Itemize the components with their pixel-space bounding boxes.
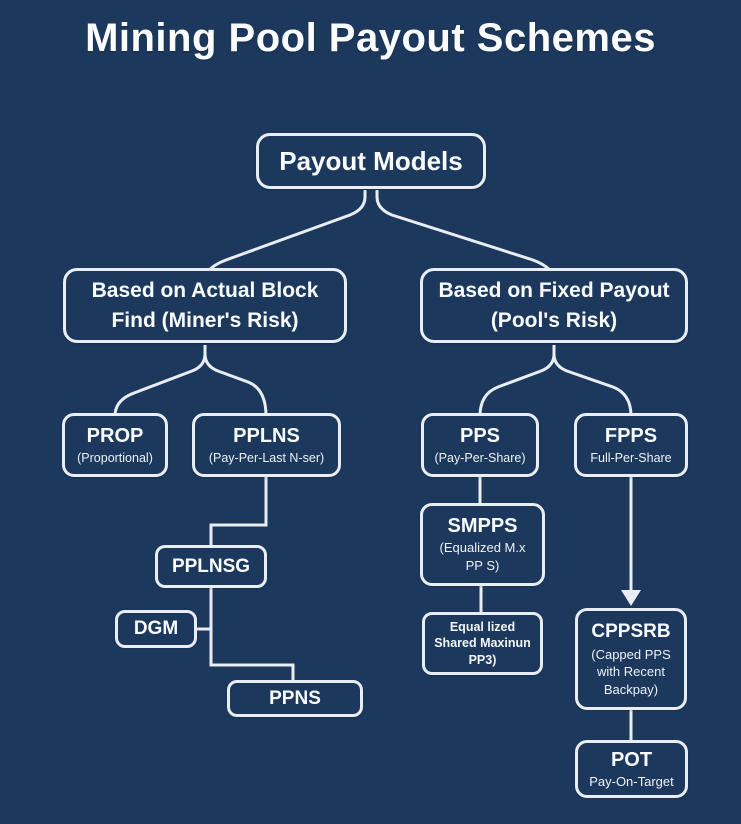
node-ppns: PPNS (227, 680, 363, 717)
node-text-line1: Equal lized (449, 620, 516, 635)
connector-pplns-to-pplnsg (209, 476, 268, 548)
node-prop: PROP (Proportional) (62, 413, 168, 477)
node-title-line1: Based on Actual Block (91, 279, 319, 303)
node-title: PPLNS (233, 424, 300, 447)
node-subtitle: (Proportional) (77, 450, 153, 465)
connector-fixed-to-pps (478, 345, 556, 417)
connector-fixed-to-fpps (552, 345, 633, 417)
connector-root-left (203, 190, 367, 281)
node-subtitle-line2: PP S) (465, 558, 500, 573)
node-subtitle-line3: Backpay) (603, 681, 659, 697)
node-title: POT (610, 748, 653, 771)
node-pps: PPS (Pay-Per-Share) (421, 413, 539, 477)
arrow-down-icon (621, 590, 641, 606)
connector-actual-to-pplns (203, 345, 268, 417)
node-pplns: PPLNS (Pay-Per-Last N-ser) (192, 413, 341, 477)
node-based-on-actual-block-find: Based on Actual Block Find (Miner's Risk… (63, 268, 347, 343)
node-subtitle-line1: (Capped PPS (591, 646, 671, 662)
connector-root-right (375, 190, 556, 281)
node-title: PROP (86, 424, 144, 447)
node-text-line3: PP3) (468, 652, 497, 667)
node-pot: POT Pay-On-Target (575, 740, 688, 798)
node-subtitle-line2: with Recent (597, 664, 665, 680)
node-title: Payout Models (279, 145, 463, 176)
node-subtitle: (Pay-Per-Last N-ser) (208, 450, 325, 465)
node-subtitle: (Pay-Per-Share) (434, 450, 526, 465)
node-dgm: DGM (115, 610, 197, 648)
node-title-line2: (Pool's Risk) (490, 308, 618, 332)
node-subtitle: Pay-On-Target (589, 773, 674, 789)
node-title-line1: Based on Fixed Payout (438, 279, 670, 303)
node-title: SMPPS (447, 515, 518, 538)
node-title: DGM (133, 618, 179, 640)
node-payout-models: Payout Models (256, 133, 486, 189)
page-title: Mining Pool Payout Schemes (85, 16, 656, 60)
node-title: PPLNSG (171, 555, 251, 577)
node-fpps: FPPS Full-Per-Share (574, 413, 688, 477)
node-title: PPNS (269, 687, 321, 709)
node-title: PPS (459, 424, 501, 447)
node-text-line2: Shared Maxinun (434, 636, 531, 651)
node-title: FPPS (604, 424, 658, 447)
node-smpps: SMPPS (Equalized M.x PP S) (420, 503, 545, 586)
node-subtitle: Full-Per-Share (590, 450, 672, 465)
node-title-line2: Find (Miner's Risk) (111, 308, 299, 332)
connector-pplnsg-to-ppns (209, 587, 295, 683)
node-equalized-shared-maximum: Equal lized Shared Maxinun PP3) (422, 612, 543, 675)
node-based-on-fixed-payout: Based on Fixed Payout (Pool's Risk) (420, 268, 688, 343)
node-title: CPPSRB (591, 620, 671, 642)
node-pplnsg: PPLNSG (155, 545, 267, 588)
node-subtitle-line1: (Equalized M.x (439, 540, 526, 556)
connector-actual-to-prop (113, 345, 207, 417)
node-cppsrb: CPPSRB (Capped PPS with Recent Backpay) (575, 608, 687, 710)
